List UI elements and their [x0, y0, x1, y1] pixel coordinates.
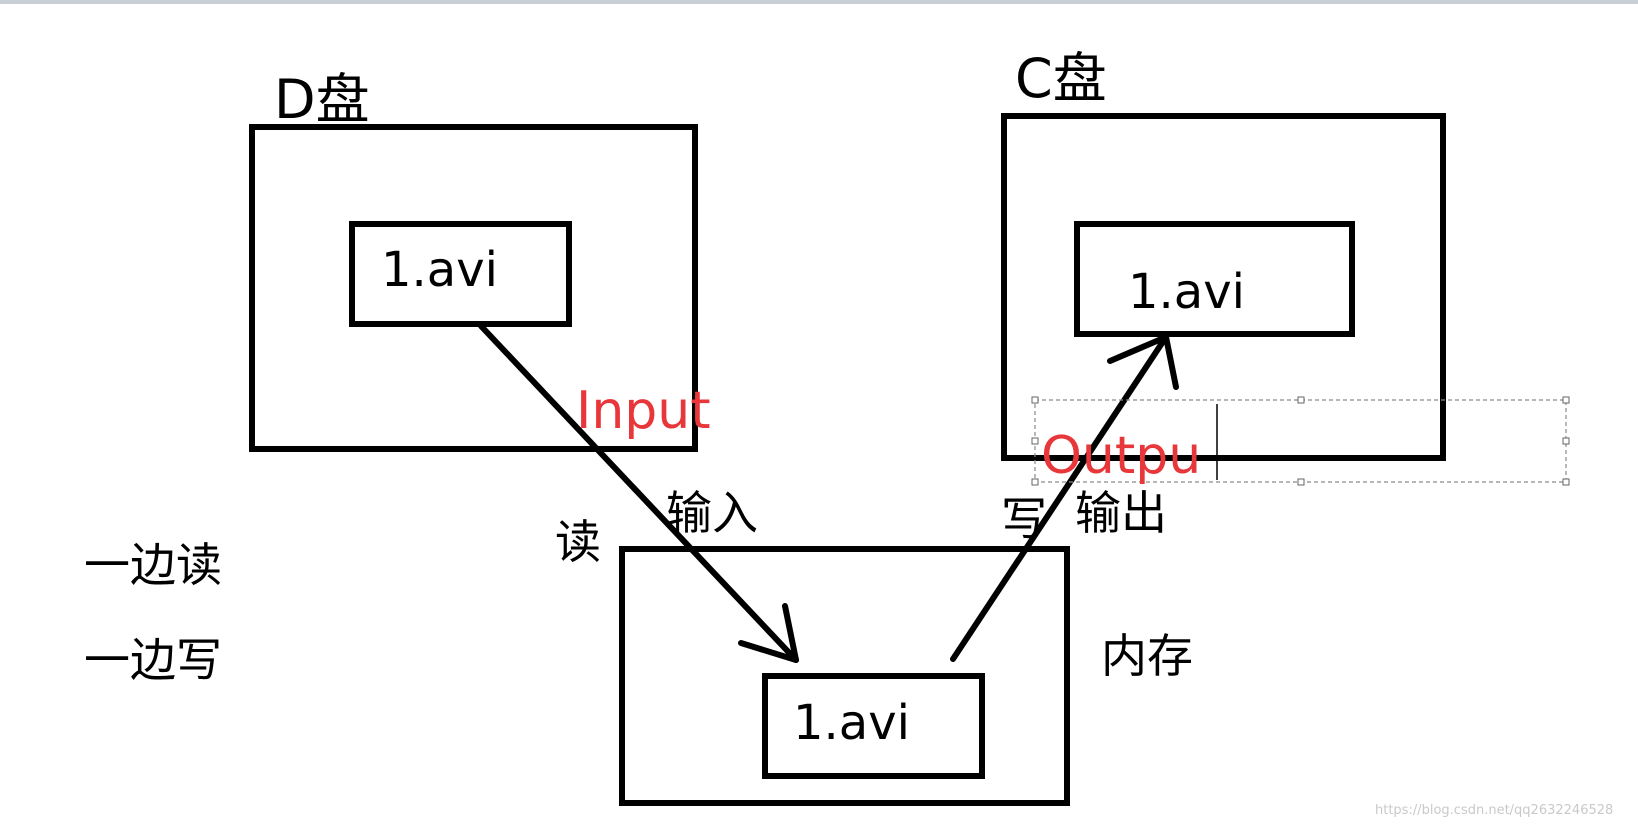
output-partial-label: Outpu — [1041, 426, 1202, 486]
write-label: 写 — [1001, 492, 1047, 546]
d-file-label: 1.avi — [381, 242, 498, 298]
output-cn-label: 输出 — [1075, 486, 1167, 540]
memory-file-label: 1.avi — [793, 695, 910, 751]
c-file-label: 1.avi — [1128, 264, 1245, 320]
output-arrow — [950, 334, 1179, 662]
input-arrow — [478, 323, 799, 663]
memory-file-box — [762, 673, 985, 779]
watermark-url: https://blog.csdn.net/qq2632246528 — [1375, 803, 1614, 818]
write-while-label: 一边写 — [84, 633, 222, 687]
input-label: Input — [576, 381, 711, 441]
top-border-strip — [0, 0, 1638, 4]
read-while-label: 一边读 — [84, 538, 222, 592]
read-label: 读 — [555, 515, 601, 569]
d-drive-box — [249, 124, 698, 452]
memory-box — [619, 546, 1070, 806]
d-file-box — [349, 221, 572, 327]
c-drive-label: C盘 — [1015, 47, 1107, 110]
memory-label: 内存 — [1101, 629, 1193, 683]
c-drive-box — [1001, 113, 1446, 461]
c-file-box — [1074, 221, 1355, 337]
input-cn-label: 输入 — [666, 486, 758, 540]
text-selection-box — [1031, 396, 1570, 486]
d-drive-label: D盘 — [274, 68, 370, 131]
